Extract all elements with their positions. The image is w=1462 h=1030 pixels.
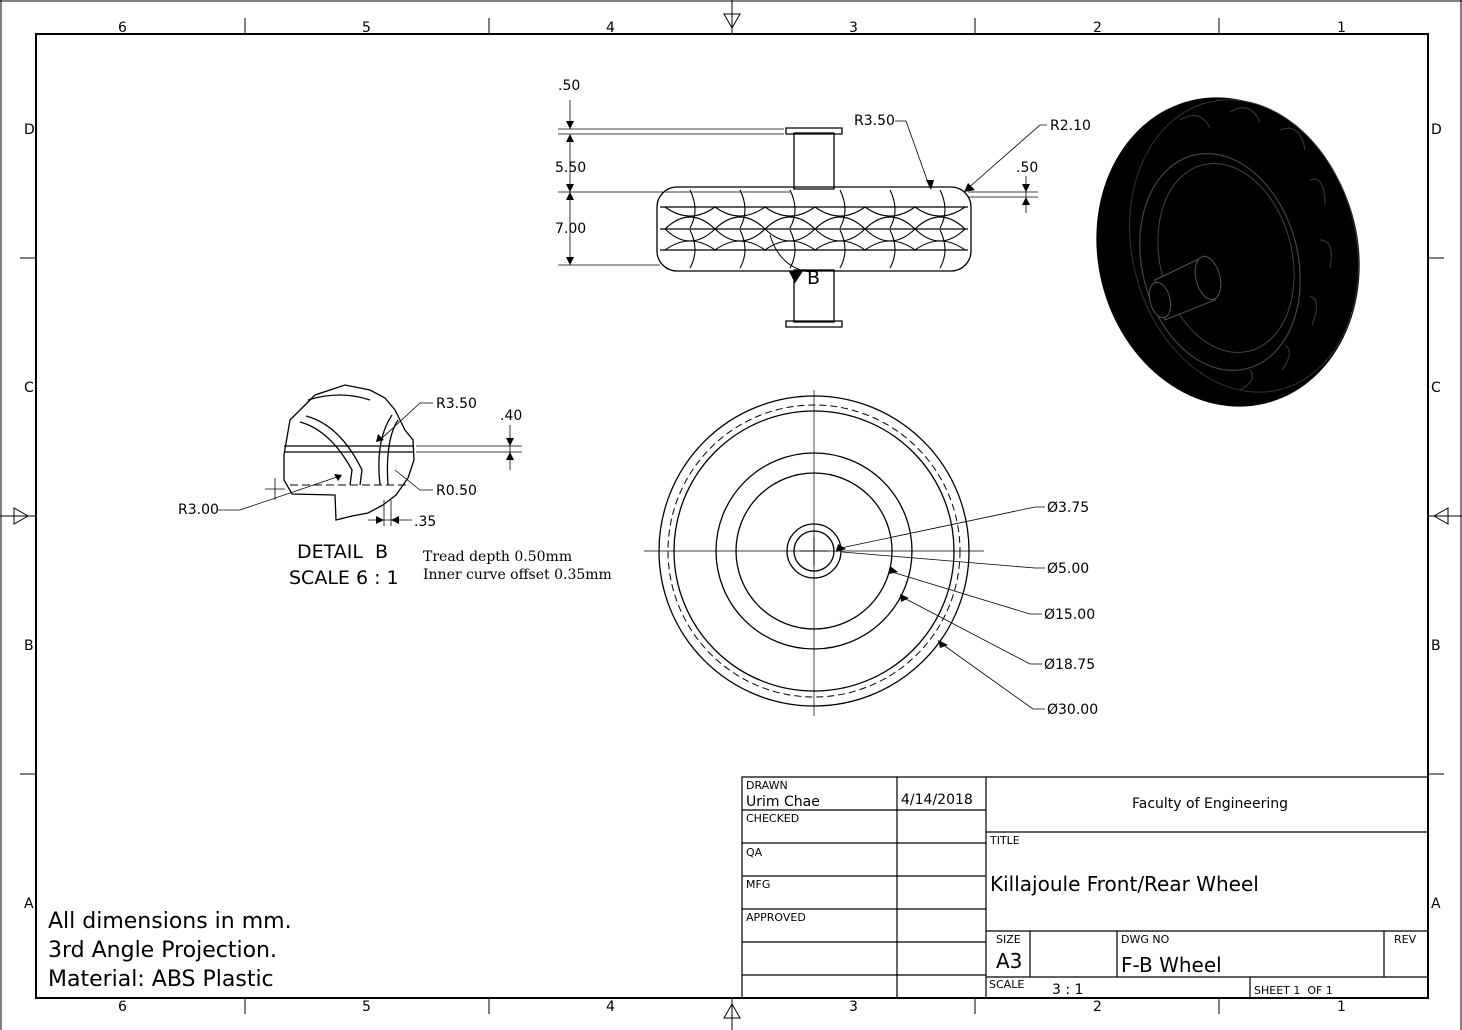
checked-label: CHECKED <box>746 812 799 825</box>
detail-note-tread: Tread depth 0.50mm <box>423 549 572 565</box>
mfg-label: MFG <box>746 878 770 891</box>
top-view-labels: .50 5.50 7.00 .50 R3.50 R2.10 B <box>555 78 1091 289</box>
dim-top-right-050: .50 <box>1016 160 1038 176</box>
detail-b-callout: B <box>807 267 820 289</box>
dim-top-550: 5.50 <box>555 160 586 176</box>
zone-col-2: 2 <box>1093 20 1102 36</box>
zone-col-6-bottom: 6 <box>118 999 127 1015</box>
detail-scale: SCALE 6 : 1 <box>289 567 399 589</box>
zone-col-3: 3 <box>849 20 858 36</box>
zone-row-a: A <box>24 896 34 912</box>
front-view-labels: Ø3.75 Ø5.00 Ø15.00 Ø18.75 Ø30.00 <box>1044 500 1098 718</box>
approved-label: APPROVED <box>746 911 806 924</box>
diameter-1875: Ø18.75 <box>1044 657 1095 673</box>
diameter-1500: Ø15.00 <box>1044 607 1095 623</box>
detail-title: DETAIL B <box>297 541 388 563</box>
title-block <box>742 777 1428 998</box>
top-view <box>558 100 1047 327</box>
dim-detail-040: .40 <box>500 408 522 424</box>
note-units: All dimensions in mm. <box>48 909 292 934</box>
radius-r350-detail: R3.50 <box>436 396 477 412</box>
scale-label: SCALE <box>989 978 1024 991</box>
company-name: Faculty of Engineering <box>1132 796 1288 812</box>
radius-r350-top: R3.50 <box>854 113 895 129</box>
diameter-500: Ø5.00 <box>1047 561 1089 577</box>
zone-col-1: 1 <box>1337 20 1346 36</box>
rev-label: REV <box>1394 933 1417 946</box>
detail-note-offset: Inner curve offset 0.35mm <box>423 567 612 583</box>
drawn-date: 4/14/2018 <box>901 792 973 808</box>
zone-col-4-bottom: 4 <box>606 999 615 1015</box>
diameter-375: Ø3.75 <box>1047 500 1089 516</box>
sheet-size: A3 <box>996 949 1022 973</box>
detail-b-view <box>218 385 522 526</box>
dwg-no-label: DWG NO <box>1121 933 1170 946</box>
note-projection: 3rd Angle Projection. <box>48 938 277 963</box>
iso-view <box>1096 97 1360 407</box>
zone-labels: 6 5 4 3 2 1 6 5 4 3 2 1 D C B A D C B A <box>24 20 1442 1015</box>
dim-detail-035: .35 <box>414 514 436 530</box>
zone-row-d-right: D <box>1431 122 1442 138</box>
zone-row-c-right: C <box>1431 380 1441 396</box>
zone-row-a-right: A <box>1431 896 1441 912</box>
zone-row-c: C <box>24 380 34 396</box>
zone-row-b: B <box>24 638 34 654</box>
zone-row-b-right: B <box>1431 638 1441 654</box>
diameter-3000: Ø30.00 <box>1047 702 1098 718</box>
front-view <box>644 390 1045 716</box>
dwg-no: F-B Wheel <box>1121 953 1222 977</box>
zone-col-6: 6 <box>118 20 127 36</box>
zone-col-5: 5 <box>362 20 371 36</box>
zone-col-1-bottom: 1 <box>1337 999 1346 1015</box>
zone-col-3-bottom: 3 <box>849 999 858 1015</box>
zone-col-4: 4 <box>606 20 615 36</box>
note-material: Material: ABS Plastic <box>48 967 274 992</box>
radius-r050-detail: R0.50 <box>436 483 477 499</box>
sheet-number: SHEET 1 OF 1 <box>1254 984 1333 997</box>
drawn-by: Urim Chae <box>746 794 820 810</box>
radius-r210-top: R2.10 <box>1050 118 1091 134</box>
dim-top-050: .50 <box>558 78 580 94</box>
tread-pattern <box>665 190 965 268</box>
general-notes: All dimensions in mm. 3rd Angle Projecti… <box>48 909 292 992</box>
dim-top-700: 7.00 <box>555 221 586 237</box>
drawing-title: Killajoule Front/Rear Wheel <box>990 872 1259 896</box>
drawn-label: DRAWN <box>746 779 788 792</box>
title-label: TITLE <box>989 834 1020 847</box>
zone-col-5-bottom: 5 <box>362 999 371 1015</box>
title-block-text: DRAWN Urim Chae 4/14/2018 CHECKED QA MFG… <box>746 779 1417 998</box>
scale-value: 3 : 1 <box>1052 982 1083 998</box>
zone-row-d: D <box>24 122 35 138</box>
size-label: SIZE <box>996 933 1021 946</box>
zone-col-2-bottom: 2 <box>1093 999 1102 1015</box>
radius-r300-detail: R3.00 <box>178 502 219 518</box>
detail-b-labels: R3.50 R0.50 R3.00 .40 .35 DETAIL B SCALE… <box>178 396 612 589</box>
qa-label: QA <box>746 846 763 859</box>
